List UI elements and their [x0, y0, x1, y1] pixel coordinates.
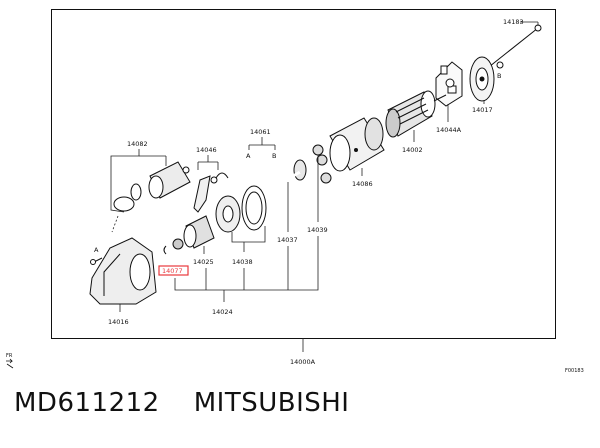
callout-a-14016: A [94, 246, 99, 254]
label-14024: 14024 [212, 308, 233, 316]
gear-cover-part [215, 195, 241, 233]
label-14086: 14086 [352, 180, 373, 188]
magnetic-switch-part [113, 161, 191, 212]
yoke-part [329, 117, 385, 172]
figure-code: F00183 [565, 368, 584, 374]
label-14046: 14046 [196, 146, 217, 154]
label-14000a: 14000A [290, 358, 316, 366]
label-14037: 14037 [277, 236, 298, 244]
label-14038: 14038 [232, 258, 253, 266]
internal-gear-part [241, 185, 267, 231]
front-housing-part [89, 237, 157, 305]
brush-holder-part [435, 61, 463, 107]
clutch-part [172, 215, 215, 250]
front-marker-label: FR [6, 353, 13, 359]
label-14039: 14039 [307, 226, 328, 234]
label-14044a: 14044A [436, 126, 462, 134]
shaft-part [261, 159, 307, 196]
label-14016: 14016 [108, 318, 129, 326]
planetary-gear-part [312, 144, 332, 184]
part-caption: MD611212 MITSUBISHI [14, 388, 349, 418]
bolt-a-part [90, 257, 103, 265]
label-14077: 14077 [162, 267, 183, 275]
lever-part [193, 172, 229, 213]
label-14017: 14017 [472, 106, 493, 114]
front-arrow-icon [6, 358, 14, 369]
callout-b-14017: B [497, 72, 501, 80]
highlight-box-14077 [158, 265, 189, 276]
diagram-frame [51, 9, 556, 339]
screw-b-part [496, 61, 504, 69]
brand-name: MITSUBISHI [193, 388, 350, 418]
label-14061: 14061 [250, 128, 271, 136]
label-14061-a: A [246, 152, 251, 160]
label-14002: 14002 [402, 146, 423, 154]
label-14061-b: B [272, 152, 276, 160]
part-number: MD611212 [14, 388, 160, 418]
label-14082: 14082 [127, 140, 148, 148]
rear-bracket-part [469, 56, 495, 102]
label-14183: 14183 [503, 18, 524, 26]
armature-part [385, 90, 447, 138]
label-14025: 14025 [193, 258, 214, 266]
